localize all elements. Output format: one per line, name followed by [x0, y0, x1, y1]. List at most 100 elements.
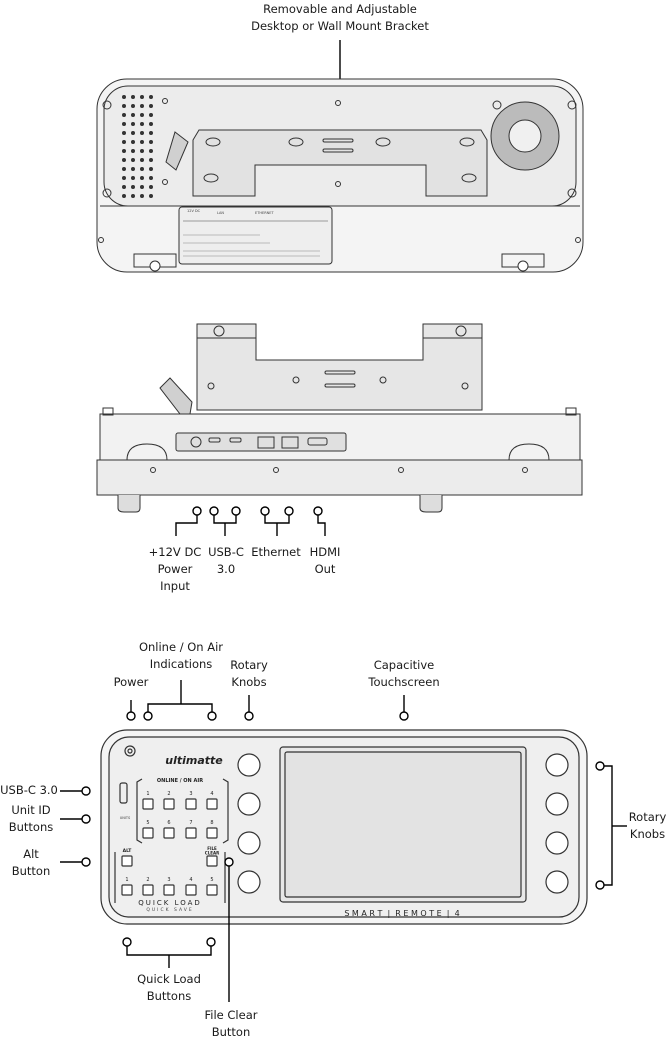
usbc-front-label: USB-C 3.0 [0, 783, 58, 797]
unit-button[interactable] [185, 798, 197, 810]
bracket-hole [379, 376, 387, 384]
file-clear-label-callout: File Clear Button [204, 1008, 258, 1039]
bracket-label: Removable and Adjustable Desktop or Wall… [251, 2, 429, 33]
quick-load-button[interactable] [121, 884, 133, 896]
unit-number: 4 [210, 791, 213, 797]
power-button-icon [124, 745, 136, 757]
vent-grid [122, 95, 153, 198]
rotary-knob[interactable] [545, 831, 569, 855]
bracket-foot [288, 137, 304, 147]
quick-number: 2 [146, 877, 149, 883]
ethernet-label: Ethernet [251, 545, 301, 559]
screw-icon [522, 467, 528, 473]
rotary-knob[interactable] [237, 870, 261, 894]
power-button-core [127, 748, 133, 754]
mount-bracket [192, 129, 488, 197]
quick-number: 1 [125, 877, 128, 883]
hdmi-port [307, 437, 328, 446]
screw-icon [98, 237, 104, 243]
unit-button[interactable] [206, 798, 218, 810]
alt-button[interactable] [121, 855, 133, 867]
unit-button[interactable] [163, 827, 175, 839]
usbc-port [229, 437, 242, 443]
bracket-hole [207, 382, 215, 390]
bracket-slot [322, 138, 354, 143]
bracket-slot [324, 370, 356, 375]
bracket-hole [461, 382, 469, 390]
quick-save-text: QUICK SAVE [146, 907, 193, 913]
back-port-lan: LAN [217, 211, 224, 215]
bracket-foot [459, 137, 475, 147]
unit-button[interactable] [142, 798, 154, 810]
bracket-hole [292, 376, 300, 384]
back-port-power: 12V DC [187, 209, 201, 213]
rotary-knob[interactable] [545, 870, 569, 894]
unit-number: 8 [210, 820, 213, 826]
unit-number: 1 [146, 791, 149, 797]
unit-button[interactable] [163, 798, 175, 810]
rotary-knob[interactable] [545, 792, 569, 816]
rear-stud [565, 407, 577, 416]
unit-id-label: Unit ID Buttons [8, 803, 54, 834]
screw-icon [162, 98, 168, 104]
screw-icon [567, 188, 577, 198]
back-view [96, 40, 584, 273]
bracket-foot [203, 173, 219, 183]
rear-lever [159, 377, 193, 415]
quick-load-button[interactable] [185, 884, 197, 896]
bracket-foot [461, 173, 477, 183]
usbc-label: USB-C 3.0 [208, 545, 244, 576]
unit-button[interactable] [206, 827, 218, 839]
unit-number: 6 [167, 820, 170, 826]
alt-button-label: Alt Button [11, 847, 51, 878]
usbc-port [208, 437, 221, 443]
ethernet-port [257, 436, 275, 449]
front-view [100, 729, 588, 925]
rear-foot [419, 495, 443, 513]
bracket-foot [205, 137, 221, 147]
quick-load-button[interactable] [206, 884, 218, 896]
screw-icon [398, 467, 404, 473]
bracket-hole [455, 325, 467, 337]
foot-screw [149, 260, 161, 272]
screw-icon [492, 100, 502, 110]
touchscreen-label: Capacitive Touchscreen [368, 658, 440, 689]
online-label: Online / On Air Indications [138, 640, 224, 671]
unit-button[interactable] [185, 827, 197, 839]
units-label: UNITS [120, 816, 131, 820]
quick-number: 5 [210, 877, 213, 883]
rotary-knob[interactable] [237, 753, 261, 777]
rotary-knob[interactable] [237, 831, 261, 855]
bracket-hole [213, 325, 225, 337]
rotary-top-label: Rotary Knobs [230, 658, 268, 689]
screw-icon [567, 100, 577, 110]
rotary-knob[interactable] [545, 753, 569, 777]
online-header: ONLINE / ON AIR [157, 778, 203, 784]
front-power-label: Power [113, 675, 149, 689]
touchscreen-display[interactable] [284, 751, 522, 898]
bracket-slot [322, 148, 354, 153]
file-clear-button[interactable] [206, 855, 218, 867]
rear-bottom-panel [96, 459, 583, 496]
bracket-lever [165, 131, 189, 171]
screw-icon [102, 100, 112, 110]
screw-icon [150, 467, 156, 473]
hdmi-label: HDMI Out [309, 545, 341, 576]
unit-numbers-row2: 5 6 7 8 [146, 820, 213, 826]
unit-number: 7 [189, 820, 192, 826]
rear-bump [508, 443, 550, 461]
unit-number: 5 [146, 820, 149, 826]
unit-button[interactable] [142, 827, 154, 839]
unit-bracket [136, 778, 143, 844]
unit-bracket [222, 778, 229, 844]
rear-foot [117, 495, 141, 513]
ethernet-port [281, 436, 299, 449]
quick-number: 3 [167, 877, 170, 883]
quick-load-button[interactable] [163, 884, 175, 896]
quick-load-button[interactable] [142, 884, 154, 896]
unit-number: 3 [189, 791, 192, 797]
rotary-knob[interactable] [237, 792, 261, 816]
